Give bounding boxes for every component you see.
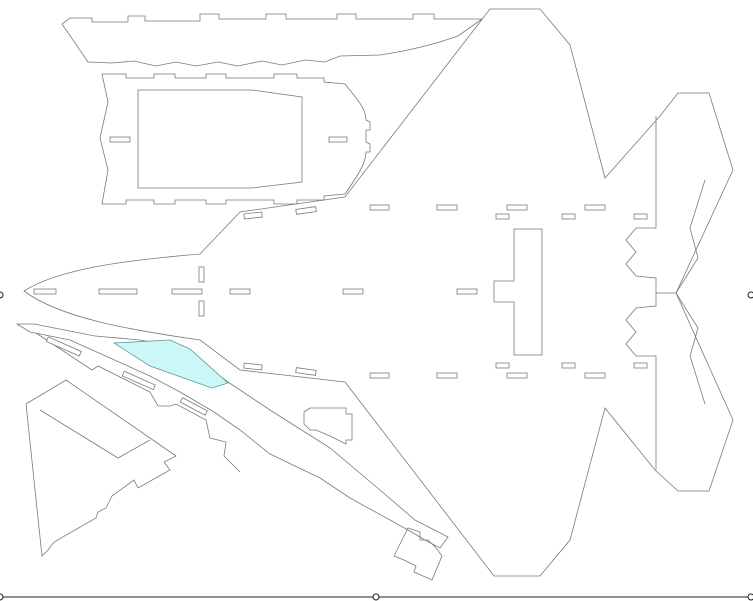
selection-frame[interactable] bbox=[0, 291, 753, 601]
corner-tab-part[interactable] bbox=[393, 527, 443, 581]
cockpit-left-slot bbox=[109, 136, 131, 143]
stabilizer-inner-line bbox=[39, 409, 151, 459]
fuselage-slots bbox=[33, 204, 648, 379]
tail-fin-upper-edge bbox=[675, 179, 706, 294]
tail-notch-lower bbox=[625, 293, 657, 470]
canopy-part[interactable] bbox=[112, 339, 229, 389]
side-slot-3 bbox=[179, 397, 208, 416]
handle-bottom-left[interactable] bbox=[0, 593, 4, 601]
handle-bottom-mid[interactable] bbox=[372, 593, 380, 601]
top-spine-strip-part[interactable] bbox=[61, 13, 484, 67]
small-insert-part[interactable] bbox=[303, 407, 353, 445]
handle-left-mid[interactable] bbox=[0, 291, 4, 299]
stabilizer-part[interactable] bbox=[25, 379, 177, 557]
tail-fin-lower-edge bbox=[675, 292, 706, 405]
handle-bottom-right[interactable] bbox=[747, 593, 753, 601]
tail-notch-upper bbox=[625, 116, 676, 294]
side-fuselage-tabs bbox=[35, 332, 241, 473]
side-slot-1 bbox=[45, 336, 82, 357]
cockpit-window-cutout bbox=[137, 89, 303, 189]
handle-right-mid[interactable] bbox=[747, 291, 753, 299]
side-slot-2 bbox=[121, 370, 156, 391]
cockpit-right-slot bbox=[328, 136, 348, 143]
engine-mount-slot bbox=[493, 228, 543, 356]
cockpit-frame-part[interactable] bbox=[99, 73, 371, 205]
